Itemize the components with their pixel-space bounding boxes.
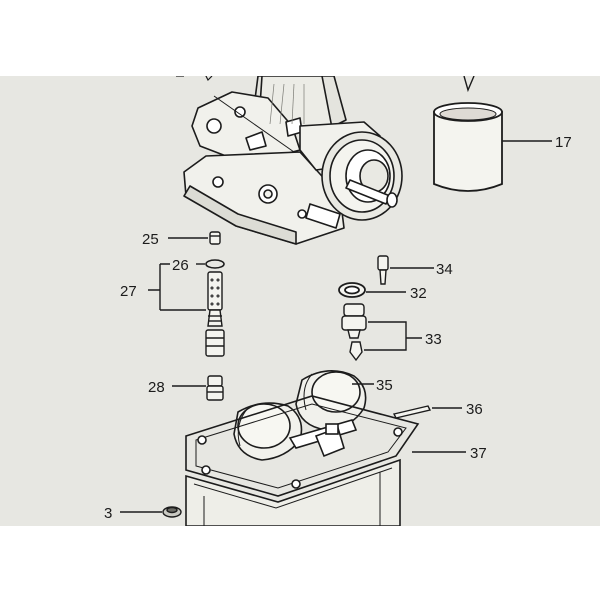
callout-35: 35 bbox=[376, 377, 393, 394]
callout-26: 27 bbox=[120, 283, 137, 300]
part-26-needle-jet bbox=[205, 271, 225, 357]
callout-28: 28 bbox=[148, 379, 165, 396]
callout-36: 36 bbox=[466, 401, 483, 418]
manual-page: 17 25 26 27 28 32 33 34 35 36 37 3 bbox=[0, 76, 600, 526]
leader-33 bbox=[364, 321, 422, 351]
part-36-float-pin bbox=[392, 405, 432, 419]
callout-3: 3 bbox=[104, 505, 112, 522]
part-27-washer bbox=[205, 259, 225, 269]
part-32-washer bbox=[338, 282, 366, 298]
callout-27: 26 bbox=[172, 257, 189, 274]
callout-17: 17 bbox=[555, 134, 572, 151]
part-33-float-valve bbox=[341, 303, 367, 362]
leader-fragment-top-right bbox=[463, 76, 475, 93]
part-34-screw bbox=[377, 255, 389, 285]
float-bowl bbox=[185, 458, 401, 526]
part-37-gasket bbox=[185, 395, 420, 497]
callout-32: 32 bbox=[410, 285, 427, 302]
leader-lines bbox=[120, 140, 552, 513]
callout-labels: 17 25 26 27 28 32 33 34 35 36 37 3 bbox=[104, 134, 572, 522]
callout-33: 33 bbox=[425, 331, 442, 348]
part-17-sleeve bbox=[433, 102, 503, 192]
body-hatching bbox=[269, 83, 305, 125]
part-28-main-jet bbox=[206, 375, 224, 401]
part-35-floats bbox=[233, 370, 367, 461]
callout-25: 25 bbox=[142, 231, 159, 248]
callout-37: 37 bbox=[470, 445, 487, 462]
part-25-jet bbox=[209, 231, 221, 245]
carburetor-body bbox=[183, 76, 403, 245]
exploded-parts-diagram: 17 25 26 27 28 32 33 34 35 36 37 3 bbox=[104, 76, 572, 526]
leader-fragment-top bbox=[176, 76, 213, 82]
callout-34: 34 bbox=[436, 261, 453, 278]
part-3-nut bbox=[162, 506, 182, 518]
leader-26 bbox=[148, 263, 206, 311]
